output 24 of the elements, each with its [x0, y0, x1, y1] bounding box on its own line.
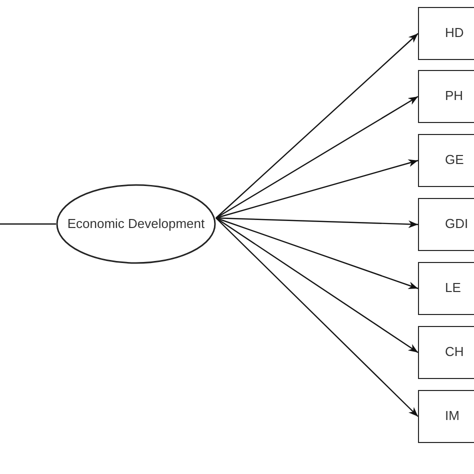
- connector-line: [0, 223, 56, 225]
- indicator-box: [418, 390, 474, 443]
- node-label: HD: [445, 26, 464, 41]
- indicator-box: [418, 262, 474, 315]
- arrow: [216, 217, 418, 228]
- node-label: LE: [445, 281, 461, 296]
- arrow: [216, 217, 418, 290]
- arrow: [216, 218, 418, 417]
- node-label: IM: [445, 409, 460, 424]
- arrow: [216, 159, 418, 219]
- arrow: [216, 218, 418, 353]
- node-label: GE: [445, 153, 464, 168]
- indicator-box: [418, 134, 474, 187]
- indicator-box: [418, 70, 474, 123]
- node-label: PH: [445, 89, 464, 104]
- latent-variable-ellipse: [56, 184, 216, 264]
- node-label: CH: [445, 345, 464, 360]
- arrow: [216, 33, 418, 218]
- node-label: Economic Development: [67, 216, 205, 232]
- indicator-box: [418, 326, 474, 379]
- indicator-box: [418, 7, 474, 60]
- arrow: [216, 96, 418, 219]
- node-label: GDI: [445, 217, 468, 232]
- indicator-box: [418, 198, 474, 251]
